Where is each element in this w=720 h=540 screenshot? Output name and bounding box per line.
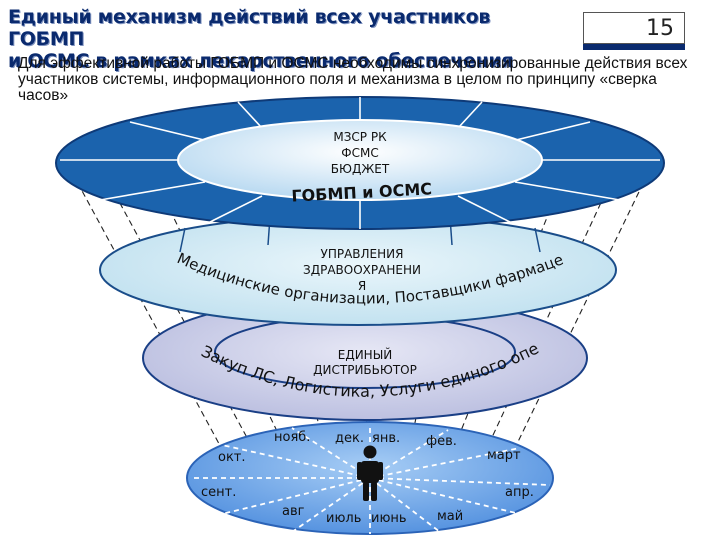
month-may: май <box>437 509 463 524</box>
title-accent-bar <box>583 44 685 50</box>
title-line-1: Единый механизм действий всех участников… <box>8 6 491 50</box>
level-1-center-line-3: БЮДЖЕТ <box>331 162 390 176</box>
level-3-center-line-2: ДИСТРИБЬЮТОР <box>313 363 417 377</box>
month-jun: июнь <box>371 511 407 526</box>
level-1-ministry-ring: МЗСР РК ФСМС БЮДЖЕТ ГОБМП и ОСМС <box>55 96 665 230</box>
slide-title: Единый механизм действий всех участников… <box>8 6 568 72</box>
month-apr: апр. <box>505 485 534 500</box>
title-line-2: и ОСМС в рамках лекарственного обеспечен… <box>8 50 514 72</box>
person-icon <box>357 445 383 501</box>
slide-number: 15 <box>583 12 685 44</box>
level-2-center-line-1: УПРАВЛЕНИЯ <box>321 247 404 261</box>
month-sep: сент. <box>201 485 236 500</box>
level-1-center-line-1: МЗСР РК <box>333 130 387 144</box>
level-2-center-line-3: Я <box>358 279 366 293</box>
month-oct: окт. <box>218 450 246 465</box>
level-2-center-line-2: ЗДРАВООХРАНЕНИ <box>303 263 421 277</box>
intro-text: Для эффективной работы ГОБМП и ОСМС необ… <box>18 55 688 104</box>
month-feb: фев. <box>426 434 457 449</box>
level-1-center-line-2: ФСМС <box>341 146 378 160</box>
level-3-center-line-1: ЕДИНЫЙ <box>338 347 393 362</box>
month-jul: июль <box>326 511 361 526</box>
month-jan: янв. <box>372 431 400 446</box>
month-aug: авг <box>282 504 305 519</box>
month-dec: дек. <box>335 431 364 446</box>
month-mar: март <box>487 448 521 463</box>
clock-disc: нояб. дек. янв. фев. март апр. май июнь … <box>186 421 554 535</box>
month-nov: нояб. <box>274 430 310 445</box>
